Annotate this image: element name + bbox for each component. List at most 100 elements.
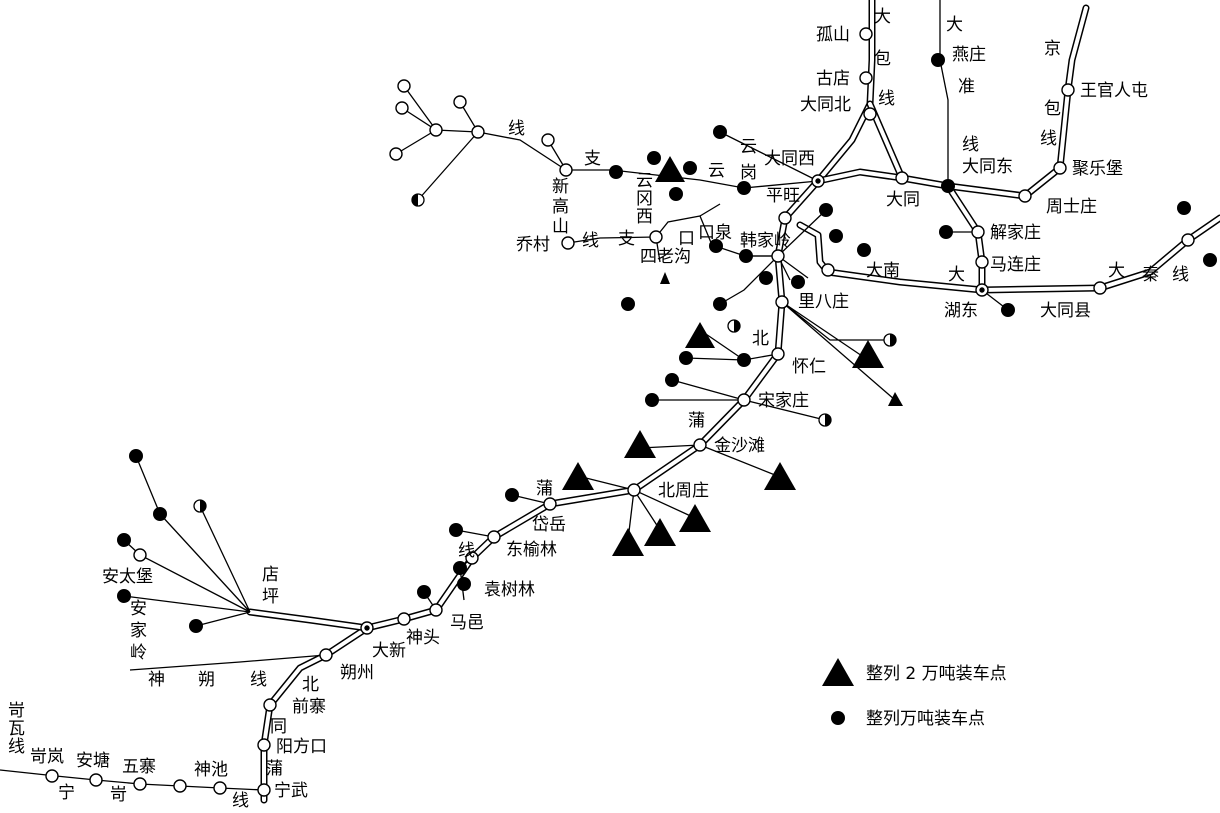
line-labels: 大 包 线 京 包 线 大 准 线 云 岗 云 支 线 口 支 线 大 大 秦 … <box>58 7 1189 811</box>
svg-text:蒲: 蒲 <box>536 479 553 499</box>
svg-text:包: 包 <box>874 49 891 69</box>
legend: 整列 2 万吨装车点 整列万吨装车点 <box>822 658 1007 729</box>
svg-text:秦: 秦 <box>1142 265 1159 285</box>
station-wangguanrentun <box>1061 83 1075 97</box>
label-zhoushizhuang: 周士庄 <box>1046 197 1097 217</box>
label-daxin: 大新 <box>372 641 406 661</box>
svg-text:朔: 朔 <box>198 670 215 690</box>
svg-text:云: 云 <box>708 161 725 181</box>
svg-text:包: 包 <box>1044 99 1061 119</box>
station-pingwang <box>778 211 792 225</box>
kewa-line-label: 岢瓦线 <box>8 701 25 757</box>
label-jiejiazhuang: 解家庄 <box>990 223 1041 243</box>
label-datong: 大同 <box>886 190 920 210</box>
station-wuzhai <box>133 777 147 791</box>
station-datong <box>895 171 909 185</box>
svg-text:京: 京 <box>1044 39 1061 59</box>
label-datongxian: 大同县 <box>1040 301 1091 321</box>
label-malianzhuang: 马连庄 <box>990 255 1041 275</box>
label-kelan: 岢岚 <box>30 747 64 767</box>
stations <box>45 27 1195 797</box>
svg-text:线: 线 <box>232 791 249 811</box>
label-yangfangkou: 阳方口 <box>276 737 327 757</box>
svg-text:线: 线 <box>1040 129 1057 149</box>
label-songjiazhuang: 宋家庄 <box>758 391 809 411</box>
station-qiaocun <box>561 236 575 250</box>
label-dianping: 店坪 <box>262 565 279 607</box>
station-julebao <box>1053 161 1067 175</box>
svg-text:线: 线 <box>250 670 267 690</box>
svg-text:线: 线 <box>878 89 895 109</box>
station-kelan <box>45 769 59 783</box>
svg-text:云: 云 <box>740 137 757 157</box>
svg-text:线: 线 <box>508 119 525 139</box>
station-beizhouzhuang <box>627 483 641 497</box>
svg-text:线: 线 <box>1172 265 1189 285</box>
svg-text:大: 大 <box>946 15 963 35</box>
svg-text:北: 北 <box>752 329 769 349</box>
svg-text:北: 北 <box>302 675 319 695</box>
label-libazhuang: 里八庄 <box>798 292 849 312</box>
label-datongxi: 大同西 <box>764 149 815 169</box>
label-shuozhou: 朔州 <box>340 663 374 683</box>
station-xingaoshan <box>559 163 573 177</box>
label-shenchi: 神池 <box>194 760 228 780</box>
label-wangguanrentun: 王官人屯 <box>1080 81 1148 101</box>
svg-text:岢: 岢 <box>110 785 127 805</box>
label-danan: 大南 <box>866 261 900 281</box>
svg-text:大: 大 <box>948 265 965 285</box>
svg-text:线: 线 <box>962 135 979 155</box>
station-shenchi <box>213 781 227 795</box>
loading-points-half <box>193 193 897 513</box>
station-antang <box>89 773 103 787</box>
station-yuanshulin <box>465 551 479 565</box>
station-labels: 孤山 古店 大同北 大同西 大同 大同东 燕庄 王官人屯 聚乐堡 周士庄 解家庄… <box>30 25 1148 801</box>
label-yungangxi: 云冈西 <box>636 171 653 227</box>
legend-circle-label: 整列万吨装车点 <box>866 709 985 729</box>
svg-text:线: 线 <box>582 231 599 251</box>
station-dongyulin <box>487 530 501 544</box>
station-yungangxi <box>649 230 663 244</box>
svg-text:宁: 宁 <box>58 783 75 803</box>
loading-points-10k <box>117 53 1217 633</box>
svg-text:大: 大 <box>874 7 891 27</box>
station-gushan <box>859 27 873 41</box>
station-hanjialing <box>771 249 785 263</box>
label-antang: 安塘 <box>76 751 110 771</box>
legend-triangle-icon <box>822 658 854 686</box>
label-datongbei: 大同北 <box>800 95 851 115</box>
label-ningwu: 宁武 <box>274 781 308 801</box>
svg-text:岢瓦线: 岢瓦线 <box>8 701 25 757</box>
legend-circle-icon <box>831 711 845 725</box>
legend-triangle-label: 整列 2 万吨装车点 <box>866 664 1007 684</box>
station-libazhuang <box>775 295 789 309</box>
label-gudian: 古店 <box>816 69 850 89</box>
station-shuozhou <box>319 648 333 662</box>
station-daiyue <box>543 497 557 511</box>
svg-text:蒲: 蒲 <box>266 759 283 779</box>
station-songjiazhuang <box>737 393 751 407</box>
svg-text:岗: 岗 <box>740 163 757 183</box>
station-jinshatan <box>693 438 707 452</box>
label-julebao: 聚乐堡 <box>1072 159 1123 179</box>
label-yanzhuang: 燕庄 <box>952 45 986 65</box>
svg-text:支: 支 <box>584 149 601 169</box>
label-pingwang: 平旺 <box>766 186 800 206</box>
vertical-labels: 新高山 云冈西 安家岭 店坪 <box>130 171 653 663</box>
label-beizhouzhuang: 北周庄 <box>658 481 709 501</box>
label-daiyue: 岱岳 <box>532 515 566 535</box>
label-yuanshulin: 袁树林 <box>484 580 535 600</box>
label-qianzhai: 前寨 <box>292 697 326 717</box>
label-datongdong: 大同东 <box>962 157 1013 177</box>
label-anjialing: 安家岭 <box>130 599 147 663</box>
label-dongyulin: 东榆林 <box>506 540 557 560</box>
label-hanjialing: 韩家岭 <box>740 231 791 251</box>
label-gushan: 孤山 <box>816 25 850 45</box>
station-datongbei <box>863 107 877 121</box>
station-malianzhuang <box>975 255 989 269</box>
svg-text:口: 口 <box>678 229 695 249</box>
station-antaibao <box>133 548 147 562</box>
label-shentou: 神头 <box>406 628 440 648</box>
label-jinshatan: 金沙滩 <box>714 436 765 456</box>
